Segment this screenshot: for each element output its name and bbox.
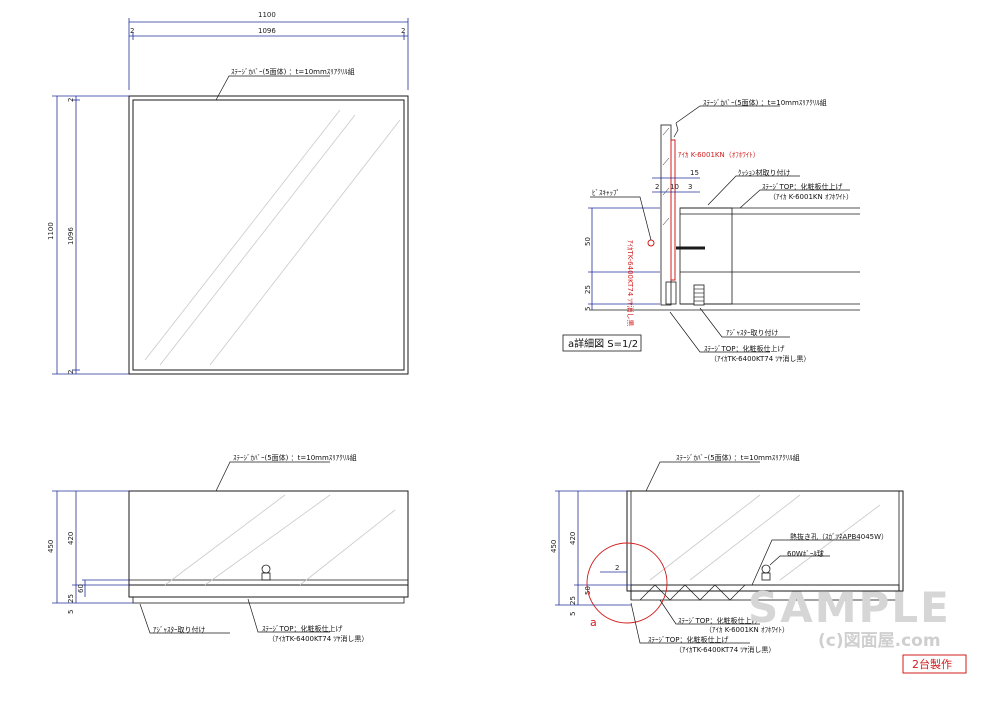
section-view: 450 420 2 50 25 5 a ｽﾃｰｼﾞｶﾊﾞｰ(5面体) ：t=10… [550,453,904,654]
plan-dim-side-top: 2 [67,98,75,102]
plan-outer-frame [128,95,409,375]
detail-title-box [562,334,642,352]
detail-view: 50 25 5 15 2 10 3 ｽﾃｰｼﾞｶﾊﾞｰ(5面体) ：t=10mm… [562,98,860,363]
section-top-note-1: ｽﾃｰｼﾞTOP：化粧板仕上げ [678,616,759,625]
section-bottom-note-2: （ｱｲｶTK-6400KT74 ﾂﾔ消し黒） [675,645,775,654]
detail-title: a詳細図 S=1/2 [568,337,638,350]
plan-dim-inner-width: 1096 [258,27,276,35]
front-dim-5: 5 [67,610,75,614]
section-bulb: 60Wﾎﾞｰﾙ球 [787,549,824,558]
detail-dim-15: 15 [690,169,699,177]
detail-red-vertical: ｱｲｶTK-6400KT74 ﾂﾔ消し黒 [626,240,635,326]
front-dim-450: 450 [47,540,55,553]
plan-view: 1100 1096 2 2 1100 1096 2 2 ｽﾃｰｼﾞｶﾊﾞｰ(5面… [47,11,409,375]
front-adjuster-note: ｱｼﾞｬｽﾀｰ取り付け [153,625,206,634]
detail-cover-note: ｽﾃｰｼﾞｶﾊﾞｰ(5面体) ：t=10mmｽﾘｱｸﾘﾙ組 [703,98,827,107]
detail-dim-10: 10 [670,183,679,191]
front-top-note-1: ｽﾃｰｼﾞTOP：化粧板仕上げ [262,624,343,633]
detail-cushion-note: ｸｯｼｮﾝ材取り付け [738,168,791,177]
detail-dim-25: 25 [584,285,592,294]
section-callout-label: a [590,616,597,629]
detail-dim-3: 3 [688,183,692,191]
detail-top-note-1: ｽﾃｰｼﾞTOP：化粧板仕上げ [762,182,843,191]
section-bottom-note-1: ｽﾃｰｼﾞTOP：化粧板仕上げ [648,635,729,644]
detail-dim-2: 2 [655,183,659,191]
section-dim-450: 450 [550,540,558,553]
section-dim-5: 5 [569,612,577,616]
section-cover [626,490,904,592]
production-note-box: 2台製作 [902,654,967,674]
detail-bottom-note-2: （ｱｲｶTK-6400KT74 ﾂﾔ消し黒） [710,354,810,363]
section-cover-note: ｽﾃｰｼﾞｶﾊﾞｰ(5面体) ：t=10mmｽﾘｱｸﾘﾙ組 [676,453,800,462]
detail-bottom-note-1: ｽﾃｰｼﾞTOP：化粧板仕上げ [704,344,785,353]
watermark: SAMPLE (c)図面屋.com [748,583,951,651]
plan-cover-note: ｽﾃｰｼﾞｶﾊﾞｰ(5面体) ：t=10mmｽﾘｱｸﾘﾙ組 [231,67,355,76]
plan-dim-side-right: 2 [401,27,405,35]
plan-dim-side-bottom: 2 [67,370,75,374]
front-top-note-2: （ｱｲｶTK-6400KT74 ﾂﾔ消し黒） [268,634,368,643]
front-dim-420: 420 [67,532,75,545]
production-note: 2台製作 [912,657,952,671]
section-top-note-2: （ｱｲｶ K-6001KN ｵﾌﾎﾜｲﾄ） [705,626,789,634]
plan-inner-frame [132,99,405,371]
watermark-sample: SAMPLE [748,583,951,632]
section-callout-circle [586,542,668,624]
front-dim-25: 25 [67,594,75,603]
front-dim-60: 60 [77,584,85,593]
plan-dim-total-width: 1100 [258,11,276,19]
section-heat-hole: 熱抜き孔（ｽｶﾞﾂﾈAPB4045W） [790,532,888,541]
detail-red-note: ｱｲｶ K-6001KN（ｵﾌﾎﾜｲﾄ） [678,151,760,159]
section-dim-420: 420 [569,532,577,545]
plan-dim-total-height: 1100 [47,222,55,240]
front-view: 450 420 60 25 5 ｽﾃｰｼﾞｶﾊﾞｰ(5面体) ：t=10mmｽﾘ… [47,453,409,643]
detail-adjuster-note: ｱｼﾞｬｽﾀｰ取り付け [726,328,779,337]
detail-top-note-2: （ｱｲｶ K-6001KN ｵﾌﾎﾜｲﾄ） [769,193,853,201]
detail-screw-cap: ﾋﾞｽｷｬｯﾌﾟ [592,189,620,197]
detail-dim-50: 50 [584,237,592,246]
watermark-site: (c)図面屋.com [818,631,941,651]
section-dim-2: 2 [615,564,619,572]
plan-dim-inner-height: 1096 [67,227,75,245]
section-dim-25: 25 [569,596,577,605]
plan-dim-side-left: 2 [130,27,134,35]
front-cover-note: ｽﾃｰｼﾞｶﾊﾞｰ(5面体) ：t=10mmｽﾘｱｸﾘﾙ組 [233,453,357,462]
detail-dim-5: 5 [584,307,592,311]
